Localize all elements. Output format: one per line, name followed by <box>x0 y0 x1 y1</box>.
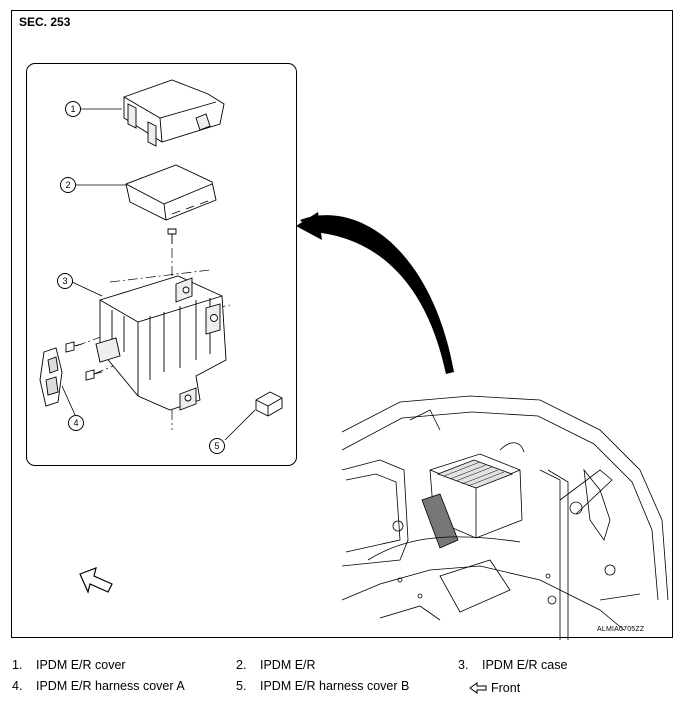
ipdm-cover-part <box>123 79 225 147</box>
callout-3: 3 <box>57 273 73 289</box>
legend-item-2: 2.IPDM E/R <box>236 658 316 672</box>
callout-4: 4 <box>68 415 84 431</box>
direction-arrow-icon <box>79 567 113 594</box>
callout-5: 5 <box>209 438 225 454</box>
ipdm-case-part <box>95 275 227 411</box>
legend-item-5: 5.IPDM E/R harness cover B <box>236 679 410 693</box>
exploded-view-inset <box>26 63 297 466</box>
engine-bay-view <box>341 395 669 640</box>
legend: 1.IPDM E/R cover 2.IPDM E/R 3.IPDM E/R c… <box>12 656 672 702</box>
figure-code: ALMIA0705ZZ <box>597 626 645 633</box>
front-arrow-icon <box>469 682 487 694</box>
legend-item-front: Front <box>469 681 520 695</box>
curved-pointer-arrow-icon <box>296 212 454 374</box>
ipdm-part <box>125 164 217 221</box>
callout-1: 1 <box>65 101 81 117</box>
harness-cover-a-part <box>39 347 63 407</box>
screw-parts <box>65 341 103 381</box>
figure-frame <box>11 10 673 638</box>
callout-2: 2 <box>60 177 76 193</box>
legend-item-1: 1.IPDM E/R cover <box>12 658 126 672</box>
bolt-part <box>167 228 177 244</box>
legend-item-3: 3.IPDM E/R case <box>458 658 568 672</box>
harness-cover-b-part <box>255 391 283 417</box>
legend-item-4: 4.IPDM E/R harness cover A <box>12 679 185 693</box>
section-label: SEC. 253 <box>19 15 71 29</box>
